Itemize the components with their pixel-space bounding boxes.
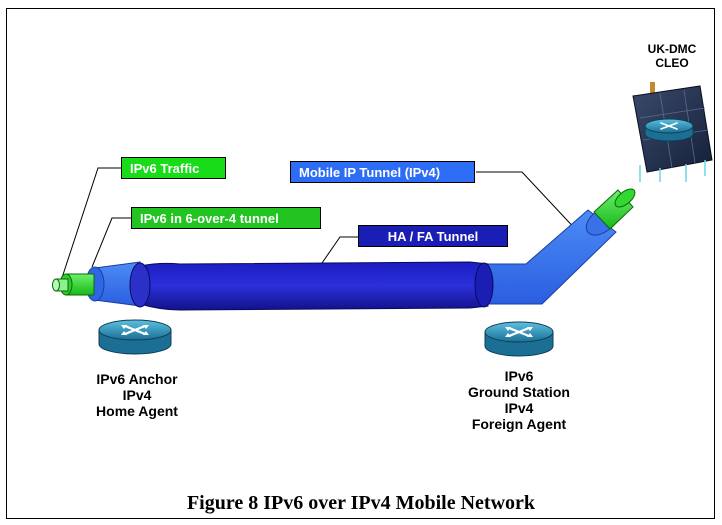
ground-station-line-3: IPv4: [504, 400, 534, 416]
satellite-label: UK-DMC CLEO: [636, 42, 708, 70]
router-icon: [484, 321, 554, 357]
ipv6-pipe-satellite-end: [593, 188, 636, 230]
ground-station-line-4: Foreign Agent: [471, 416, 567, 432]
satellite-icon: [632, 82, 713, 182]
figure-frame: [6, 8, 715, 519]
mobile-ip-tunnel-label: Mobile IP Tunnel (IPv4): [290, 161, 475, 183]
callout-line-ha-fa: [321, 236, 358, 264]
figure-caption: Figure 8 IPv6 over IPv4 Mobile Network: [186, 492, 536, 514]
ipv6-in-tunnel-label: IPv6 in 6-over-4 tunnel: [131, 207, 321, 229]
router-icon: [98, 319, 172, 355]
ground-station-line-2: Ground Station: [468, 384, 570, 400]
callout-lines: [57, 167, 581, 291]
callout-line-ipv6-tunnel: [91, 217, 131, 268]
home-agent-line-3: Home Agent: [96, 403, 178, 419]
ha-fa-tunnel-pipe: [129, 261, 494, 311]
home-agent-line-2: IPv4: [122, 387, 152, 403]
callout-line-ipv6-traffic: [57, 167, 121, 291]
satellite-line-2: CLEO: [655, 56, 689, 70]
ha-fa-tunnel-label: HA / FA Tunnel: [358, 225, 508, 247]
ipv6-traffic-label: IPv6 Traffic: [121, 157, 226, 179]
ground-station-label: IPv6 Ground Station IPv4 Foreign Agent: [454, 368, 584, 432]
callout-line-mobile-ip: [476, 171, 581, 235]
ipv6-pipe-left-end: [52, 261, 141, 307]
ground-station-line-1: IPv6: [504, 368, 534, 384]
home-agent-label: IPv6 Anchor IPv4 Home Agent: [62, 371, 212, 419]
satellite-line-1: UK-DMC: [647, 42, 697, 56]
home-agent-line-1: IPv6 Anchor: [96, 371, 178, 387]
